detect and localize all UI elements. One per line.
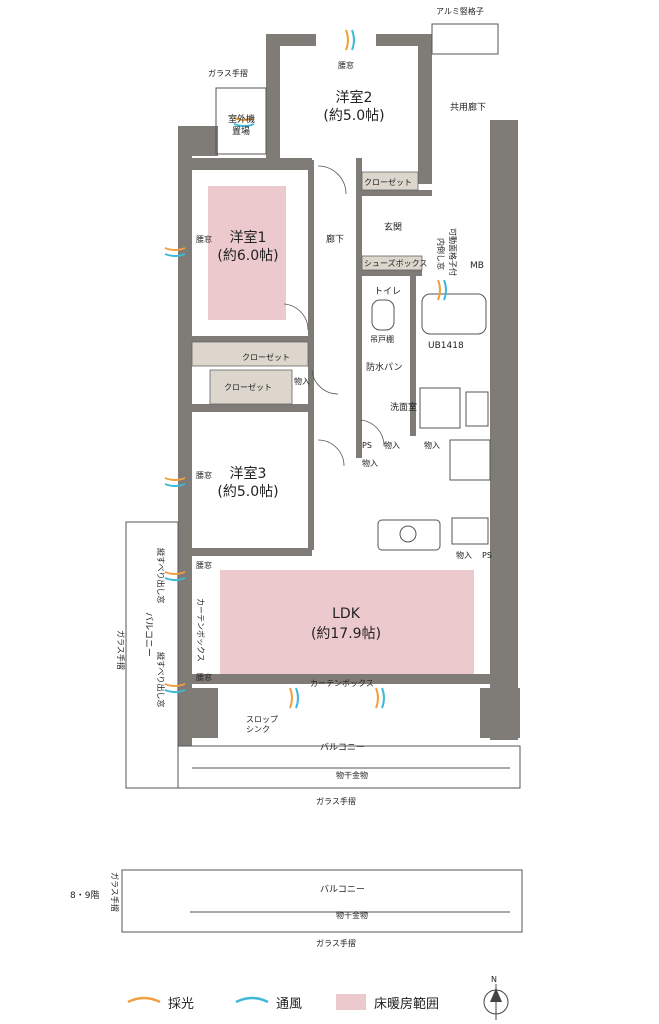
label-closet-western2: クローゼット [364,177,412,187]
room-western1-size: (約6.0帖) [217,248,278,264]
closet-western2 [361,171,419,191]
label-balcony-bottom: バルコニー [320,742,365,753]
label-storage-wash-2: 物入 [424,440,440,450]
label-slop-sink-1: スロップ [246,715,278,724]
label-curtain-box-side: カーテンボックス [196,598,205,662]
toilet-icon [371,299,395,331]
label-vertical-slide-window-2: 縦すべり出し窓 [156,652,166,707]
label-waist-window-top: 腰窓 [338,60,354,70]
label-closet-western3: クローゼット [224,382,272,392]
label-storage-wash-1: 物入 [384,440,400,450]
wash-basin-icon [465,391,489,427]
legend-floor-heating-label: 床暖房範囲 [374,996,439,1012]
room-western2-size: (約5.0帖) [323,108,384,124]
compass-north-label: N [491,975,497,984]
label-glass-rail-89-bottom: ガラス手摺 [316,938,356,948]
label-glass-rail-top: ガラス手摺 [208,68,248,78]
room-western2-name: 洋室2 [336,89,373,106]
room-ldk-size: (約17.9帖) [311,626,381,642]
label-storage-w3: 物入 [294,376,310,386]
label-glass-rail-89-side: ガラス手摺 [110,872,120,912]
label-clothes-pole-89: 物干金物 [336,910,368,920]
label-shared-corridor: 共用廊下 [450,101,486,113]
label-floor-note: 8・9階 [70,890,99,901]
sink-bowl-icon [399,525,417,543]
legend-daylight-label: 採光 [168,997,194,1012]
door-swings [283,165,385,467]
label-waist-window-w1: 腰窓 [196,234,212,244]
legend: 採光 通風 床暖房範囲 [127,994,439,1012]
laundry-area-icon [449,439,491,481]
washer-pan-icon [419,387,461,429]
floor-heating-western1 [208,186,286,320]
label-balcony-side: バルコニー [143,612,154,657]
label-shoe-box: シューズボックス [364,258,427,268]
floor-heating-ldk [220,570,474,676]
closet-western3 [209,369,293,405]
label-inner-fall-window: 内倒し窓 [436,238,446,270]
label-entrance: 玄関 [384,221,402,233]
label-ps-2: PS [482,551,492,560]
label-waist-window-w3: 腰窓 [196,470,212,480]
label-movable-lattice: 可動面格子付 [448,228,458,276]
label-ac-unit-1: 室外機 [228,113,255,125]
label-waist-window-ldk-2: 腰窓 [196,672,212,682]
ventilation-marks [164,29,447,709]
closet-western1 [191,341,309,367]
label-mb: MB [470,261,484,271]
label-waterproof-pan: 防水パン [366,361,402,373]
room-ldk-name: LDK [332,606,361,622]
label-clothes-pole: 物干金物 [336,770,368,780]
label-washroom: 洗面室 [390,401,417,413]
label-glass-rail-side: ガラス手摺 [116,630,126,670]
label-shelf: 吊戸棚 [370,334,394,344]
label-aluminum-lattice: アルミ竪格子 [436,6,484,16]
label-vertical-slide-window-1: 縦すべり出し窓 [156,548,166,603]
room-western1-name: 洋室1 [230,229,267,246]
legend-ventilation-label: 通風 [276,997,302,1012]
label-balcony-89: バルコニー [320,884,365,895]
label-storage-kitchen: 物入 [456,550,472,560]
label-ac-unit-2: 置場 [232,125,250,137]
label-glass-rail-bottom: ガラス手摺 [316,796,356,806]
label-closet-western1: クローゼット [242,352,290,362]
label-slop-sink-2: シンク [246,725,270,734]
label-toilet: トイレ [374,287,401,297]
room-western3-name: 洋室3 [230,465,267,482]
label-ub: UB1418 [428,341,464,351]
label-storage-hall: 物入 [362,458,378,468]
compass-icon: N [483,975,509,1020]
label-curtain-box-bottom: カーテンボックス [310,679,374,688]
room-western3-size: (約5.0帖) [217,484,278,500]
label-waist-window-ldk-1: 腰窓 [196,560,212,570]
label-hallway: 廊下 [326,233,344,245]
stove-icon [451,517,489,545]
label-ps-1: PS [362,441,372,450]
shoe-box [361,255,423,271]
daylight-marks [164,29,441,709]
balcony-outline [121,23,523,933]
outer-walls [178,34,520,746]
bathtub-icon [421,293,487,335]
sink-icon [377,519,441,551]
